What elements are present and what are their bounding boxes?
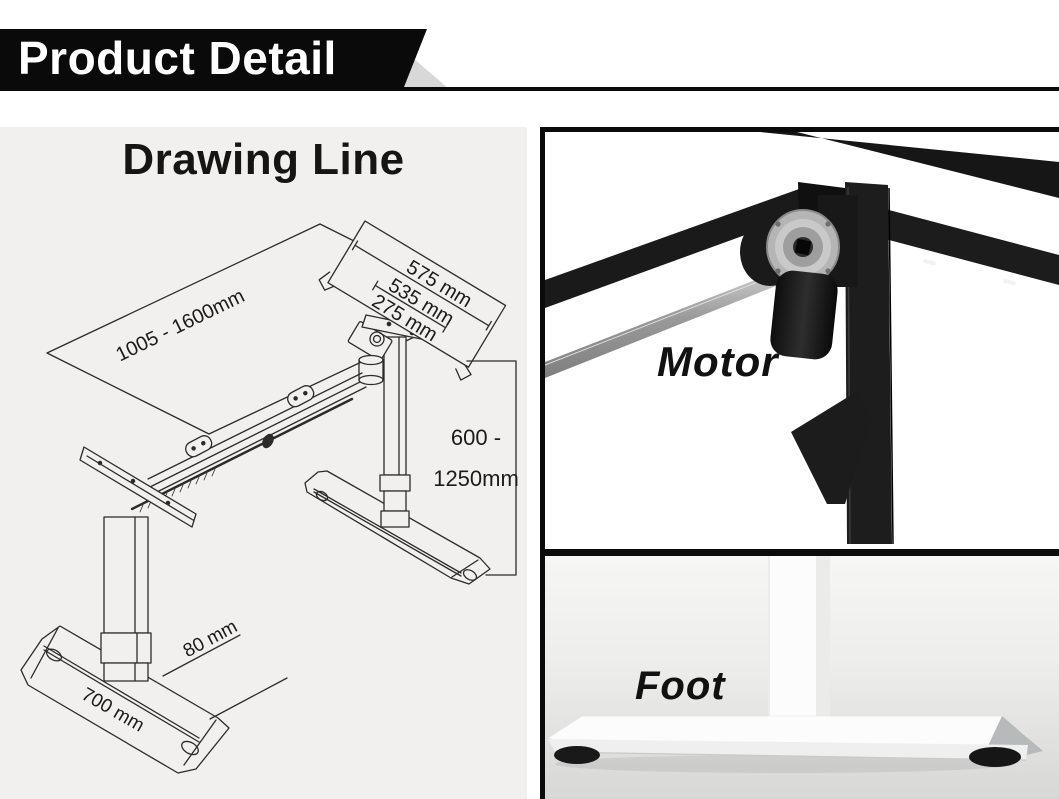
motor-body	[770, 270, 838, 360]
motor-photo-panel: Motor	[540, 127, 1059, 556]
foot-photo	[547, 556, 1043, 773]
dim-frame-length: 1005 - 1600mm	[113, 285, 249, 366]
motor-photo	[545, 132, 1059, 545]
height-dimension-line	[466, 360, 517, 576]
motor-label: Motor	[657, 338, 779, 385]
dim-foot-width: 80 mm	[180, 616, 241, 662]
foot-photo-panel: Foot	[540, 556, 1059, 799]
top-bracket-dimension-box	[318, 220, 507, 381]
side-rail	[545, 184, 830, 308]
drawing-line-panel: Drawing Line	[0, 127, 527, 799]
left-leg	[103, 516, 149, 634]
desk-frame-diagram: 1005 - 1600mm 575 mm 535 mm 275 mm 600 -…	[20, 220, 519, 774]
dim-height-line1: 600 -	[451, 425, 501, 450]
header-rule	[0, 87, 1059, 91]
right-leg	[383, 336, 407, 476]
header-banner: Product Detail	[0, 29, 427, 87]
leg-wing-bracket	[791, 392, 872, 504]
dim-height-line2: 1250mm	[433, 466, 519, 491]
drawing-line-title: Drawing Line	[122, 135, 405, 184]
drive-rod	[545, 268, 786, 378]
top-rail	[760, 132, 1059, 198]
page-title: Product Detail	[18, 32, 337, 84]
right-rail	[840, 197, 1059, 285]
leveling-pad-right	[969, 747, 1021, 767]
foot-front-face	[548, 739, 1028, 760]
foot-label: Foot	[635, 664, 726, 708]
leveling-pad-left	[554, 746, 600, 764]
